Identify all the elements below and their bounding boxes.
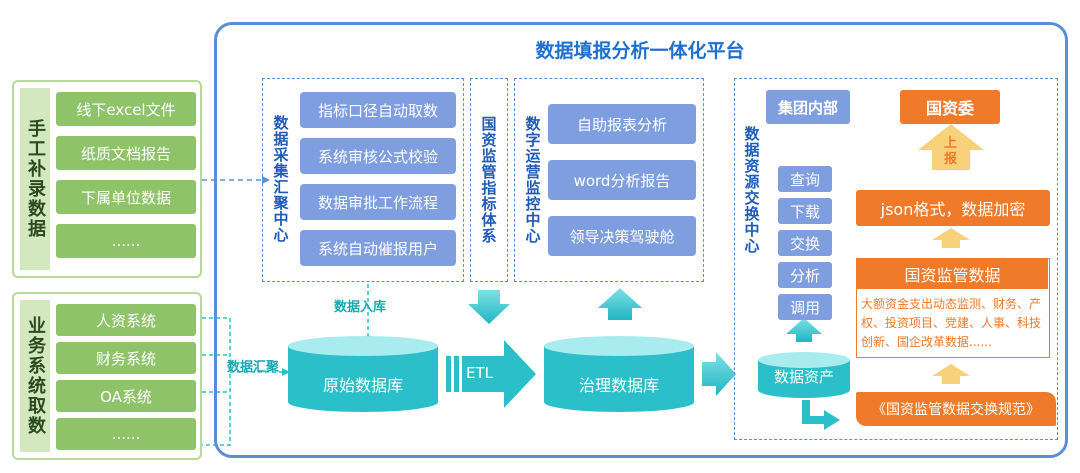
op-analyze: 分析 xyxy=(778,262,832,288)
manual-entry-group: 手工补录数据 线下excel文件 纸质文档报告 下属单位数据 ...... xyxy=(12,80,202,278)
indicator-down-arrow xyxy=(468,290,510,324)
converge-label: 数据汇聚 xyxy=(227,360,280,375)
regulatory-up-arrow xyxy=(932,364,970,384)
op-invoke: 调用 xyxy=(778,294,832,320)
json-up-arrow xyxy=(932,228,970,248)
etl-arrow xyxy=(462,340,536,408)
more-manual-item: ...... xyxy=(56,224,196,258)
manual-entry-label: 手工补录数据 xyxy=(20,88,50,270)
word-report-item: word分析报告 xyxy=(548,160,696,200)
audit-formula-item: 系统审核公式校验 xyxy=(300,138,456,174)
sasac-box: 国资委 xyxy=(900,90,1000,124)
more-system-item: ...... xyxy=(56,418,196,450)
gov-db-label: 治理数据库 xyxy=(578,376,659,395)
offline-excel-item: 线下excel文件 xyxy=(56,92,196,126)
self-report-item: 自助报表分析 xyxy=(548,104,696,144)
approval-workflow-item: 数据审批工作流程 xyxy=(300,184,456,220)
etl-label: ETL xyxy=(466,364,493,382)
oa-system-item: OA系统 xyxy=(56,380,196,412)
indicator-label: 国资监管指标体系 xyxy=(479,116,498,244)
hr-system-item: 人资系统 xyxy=(56,304,196,336)
to-exchange-arrow xyxy=(702,352,736,396)
indicator-box xyxy=(470,78,508,282)
ingest-label: 数据入库 xyxy=(334,300,387,315)
collection-center-box xyxy=(262,78,464,282)
platform-frame xyxy=(214,22,1068,458)
operation-up-arrow xyxy=(598,288,642,320)
operation-center-box xyxy=(514,78,704,282)
raw-db-label: 原始数据库 xyxy=(322,376,403,395)
asset-up-arrow xyxy=(786,318,822,342)
asset-cylinder xyxy=(758,352,850,398)
upload-arrow xyxy=(918,124,984,170)
subsidiary-data-item: 下属单位数据 xyxy=(56,180,196,214)
op-query: 查询 xyxy=(778,166,832,192)
cockpit-item: 领导决策驾驶舱 xyxy=(548,216,696,256)
regulatory-desc: 大额资金支出动态监测、财务、产权、投资项目、党建、人事、科技创新、国企改革数据.… xyxy=(861,297,1042,349)
operation-center-label: 数字运营监控中心 xyxy=(523,116,542,244)
upload-label: 上报 xyxy=(944,136,958,167)
op-exchange: 交换 xyxy=(778,230,832,256)
paper-report-item: 纸质文档报告 xyxy=(56,136,196,170)
spec-bent-arrow xyxy=(802,400,824,424)
auto-fetch-item: 指标口径自动取数 xyxy=(300,92,456,128)
business-system-group: 业务系统取数 人资系统 财务系统 OA系统 ...... xyxy=(12,292,202,460)
regulatory-box: 国资监管数据 大额资金支出动态监测、财务、产权、投资项目、党建、人事、科技创新、… xyxy=(856,258,1050,358)
exchange-center-label: 数据资源交换中心 xyxy=(742,126,761,254)
asset-label: 数据资产 xyxy=(773,368,834,386)
gov-db-cylinder xyxy=(544,336,694,412)
exchange-center-box xyxy=(734,78,1058,440)
business-system-label: 业务系统取数 xyxy=(20,300,50,452)
spec-banner: 《国资监管数据交换规范》 xyxy=(856,392,1056,426)
op-download: 下载 xyxy=(778,198,832,224)
finance-system-item: 财务系统 xyxy=(56,342,196,374)
platform-title: 数据填报分析一体化平台 xyxy=(535,40,745,62)
json-box: json格式，数据加密 xyxy=(856,190,1050,226)
raw-db-cylinder xyxy=(288,336,438,412)
collection-center-label: 数据采集汇聚中心 xyxy=(271,115,290,243)
auto-remind-item: 系统自动催报用户 xyxy=(300,230,456,266)
group-internal-box: 集团内部 xyxy=(766,90,850,124)
regulatory-title: 国资监管数据 xyxy=(857,259,1048,289)
